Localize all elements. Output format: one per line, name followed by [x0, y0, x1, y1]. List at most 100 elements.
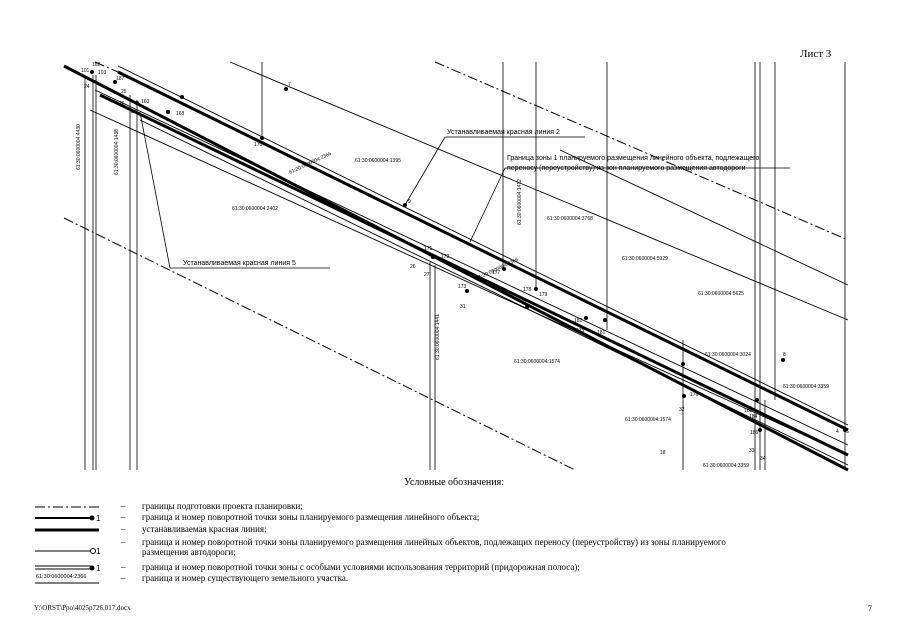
parcel-label: 61:30:0600004:1441 [435, 314, 441, 360]
point-label: 178 [523, 287, 532, 293]
point-label: 177 [492, 270, 501, 276]
callout-red-line-5: Устанавливаемая красная линия 5 [183, 260, 296, 267]
parcel-line-symbol [35, 582, 99, 584]
legend-text: границы подготовки проекта планировки; [142, 501, 303, 511]
legend-dash: – [121, 573, 126, 583]
legend-row-linear-object: 1 – граница и номер поворотной точки зон… [0, 512, 905, 524]
point-label: 31 [460, 304, 466, 310]
point-177 [502, 267, 506, 271]
point-181 [603, 318, 607, 322]
point-label: 186 [750, 430, 759, 436]
point-label: 176 [690, 392, 699, 398]
point-label: 8 [783, 352, 786, 358]
point-labels: 162 103 101 187 24 25 26 27 160 168 170 … [81, 62, 849, 462]
planning-boundary-lines [63, 61, 849, 471]
parcel-label: 61:30:0600004:2402 [232, 206, 278, 212]
parcel-label: 61:30:0600004:1412 [517, 179, 523, 225]
parcel-label: 61:30:0600004:3359 [783, 384, 829, 390]
point-184 [755, 398, 759, 402]
legend-text-line2: размещения автодороги; [142, 547, 236, 557]
legend-dash: – [121, 512, 126, 522]
point-label: 24 [84, 84, 90, 90]
legend-text: граница и номер существующего земельного… [142, 573, 349, 583]
point-7 [284, 87, 288, 91]
point-label: 27 [131, 109, 137, 115]
double-line-point-symbol: 1 [35, 564, 101, 573]
point-label: 4 [836, 429, 839, 435]
legend-text: граница и номер поворотной точки зоны пл… [142, 512, 480, 522]
svg-text:1: 1 [96, 547, 101, 556]
parcel-label: 61:30:0600004:2366 [475, 257, 519, 282]
point-label: 162 [92, 62, 101, 68]
file-path: Y:\ORST\Ppo\4025p726.017.docx [34, 604, 131, 612]
point-182 [584, 316, 588, 320]
parcel-label: 61:30:0600004:3024 [705, 352, 751, 358]
sample-parcel-number: 61:30:0600004:2366 [36, 574, 87, 580]
point-label: 168 [176, 111, 185, 117]
point-170 [260, 136, 264, 140]
callout-texts: Устанавливаемая красная линия 2 Граница … [183, 129, 760, 267]
point-label: 18 [660, 450, 666, 456]
legend-dash: – [121, 524, 126, 534]
parcel-label: 61:30:0600004:1438 [114, 129, 120, 175]
point-label: 160 [141, 99, 150, 105]
red-lines [63, 64, 849, 472]
legend-text: граница и номер поворотной точки зоны пл… [142, 537, 842, 557]
legend-text: устанавливаемая красная линия; [142, 524, 267, 534]
point-label: 27 [424, 272, 430, 278]
callout-zone-1-line2: переносу (переустройству) из зон планиру… [507, 164, 746, 172]
legend-dash: – [121, 562, 126, 572]
point-line-symbol: 1 [35, 514, 101, 523]
point-label: 26 [410, 264, 416, 270]
parcel-label: 61:30:0600004:5625 [698, 291, 744, 297]
callout-red-line-2: Устанавливаемая красная линия 2 [447, 129, 560, 136]
point-label: 179 [539, 292, 548, 298]
svg-text:1: 1 [96, 514, 101, 523]
point-9 [403, 203, 407, 207]
point-label: 183 [744, 408, 753, 414]
callout-zone-1-line1: Граница зоны 1 планируемого размещения л… [507, 154, 760, 162]
point-160 [135, 101, 139, 105]
point-label: 181 [597, 330, 606, 336]
parcel-label: 61:30:0600004:1574 [514, 359, 560, 365]
parcel-label: 61:30:0600004:3768 [547, 216, 593, 222]
point-label: 173 [458, 284, 467, 290]
point-label: 7 [288, 82, 291, 88]
parcel-label: 61:30:0600004:4430 [76, 124, 82, 170]
point-171 [431, 255, 435, 259]
legend-dash: – [121, 537, 126, 547]
point-4 [843, 428, 847, 432]
point-label: 184 [749, 414, 758, 420]
point-8 [781, 358, 785, 362]
parcel-label: 61:30:0600004:3359 [703, 463, 749, 469]
point-label: 34 [760, 456, 766, 462]
point-102 [681, 362, 685, 366]
turning-points [90, 70, 847, 432]
open-point-line-symbol: 1 [35, 547, 101, 556]
legend-dash: – [121, 501, 126, 511]
parcel-label: 61:30:0600004:1395 [355, 158, 401, 164]
legend-text: граница и номер поворотной точки зоны с … [142, 562, 580, 572]
point-label: 26 [119, 101, 125, 107]
point-label: 5 [846, 429, 849, 435]
point-187 [113, 80, 117, 84]
thick-line-symbol [35, 528, 99, 532]
point-188 [180, 95, 184, 99]
point-label: 171 [424, 246, 433, 252]
legend-row-relocation-zone: 1 – граница и номер поворотной точки зон… [0, 537, 905, 557]
dash-dot-line-symbol [35, 506, 99, 508]
point-168 [166, 110, 170, 114]
legend-row-planning-boundary: – границы подготовки проекта планировки; [0, 501, 905, 513]
point-label: 182 [574, 318, 583, 324]
point-label: 9 [408, 199, 411, 205]
legend-title: Условные обозначения: [404, 477, 505, 488]
parcel-vertical-lines [84, 62, 846, 470]
legend-row-red-line: – устанавливаемая красная линия; [0, 524, 905, 536]
svg-text:1: 1 [96, 564, 101, 573]
legend-row-parcel: 61:30:0600004:2366 – граница и номер сущ… [0, 573, 905, 585]
legend-text-line1: граница и номер поворотной точки зоны пл… [142, 537, 726, 547]
page-number: 7 [868, 604, 872, 613]
parcel-diagonal-lines [89, 61, 849, 466]
point-label: 172 [441, 254, 450, 260]
